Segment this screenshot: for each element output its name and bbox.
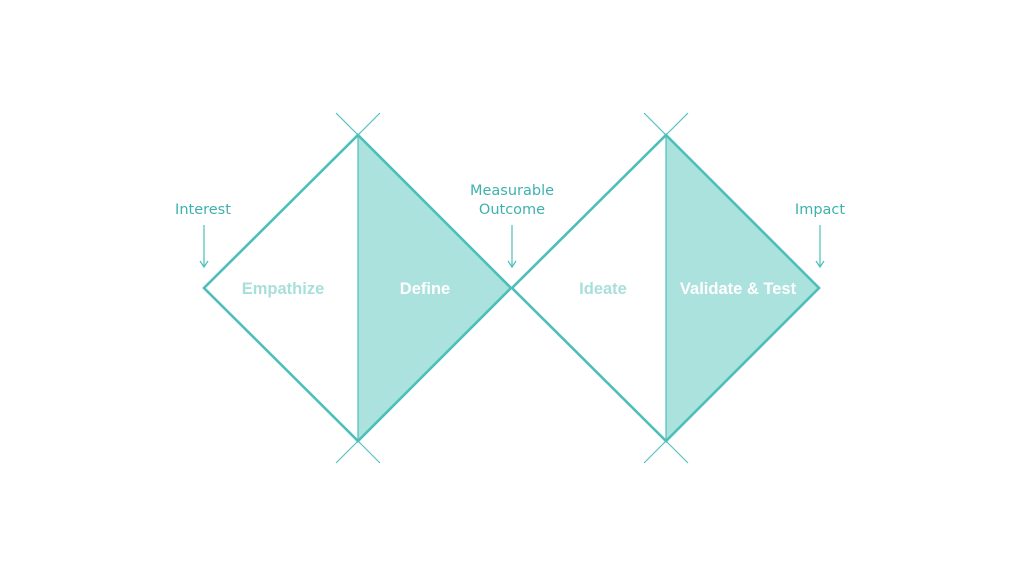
phase-empathize: Empathize — [242, 280, 325, 298]
diamond-1-top-cross — [335, 112, 381, 136]
phase-ideate: Ideate — [579, 280, 627, 298]
diamond-1-bottom-cross — [335, 440, 381, 464]
diamond-2-top-cross — [643, 112, 689, 136]
impact-label: Impact — [795, 202, 845, 218]
phase-define: Define — [400, 280, 450, 298]
outcome-label: Outcome — [479, 202, 545, 218]
impact-arrow-icon — [815, 225, 825, 269]
measurable-label: Measurable — [470, 183, 554, 199]
diamond-2-bottom-cross — [643, 440, 689, 464]
define-fill — [358, 135, 511, 441]
validate-test-fill — [666, 135, 819, 441]
phase-validate-test: Validate & Test — [680, 280, 797, 298]
interest-label: Interest — [175, 202, 231, 218]
interest-arrow-icon — [199, 225, 209, 269]
outcome-arrow-icon — [507, 225, 517, 269]
